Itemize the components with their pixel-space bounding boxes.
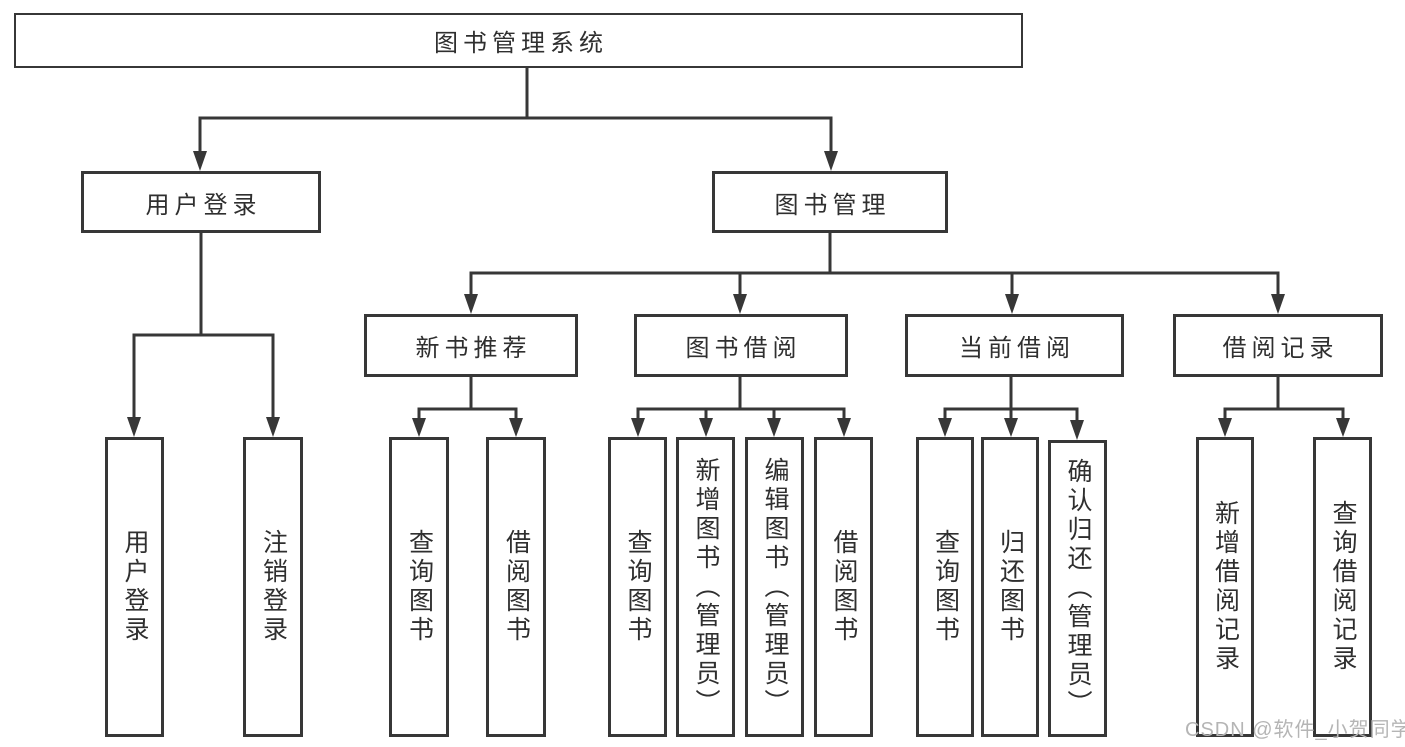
node-user-login-module: 用户登录 bbox=[81, 171, 321, 233]
leaf-borrow-books-recommend: 借阅图书 bbox=[486, 437, 546, 737]
csdn-watermark: CSDN @软件_小贺同学 bbox=[1185, 719, 1405, 741]
leaf-return-books: 归还图书 bbox=[981, 437, 1039, 737]
leaf-user-login: 用户登录 bbox=[105, 437, 164, 737]
leaf-add-books-admin: 新增图书（管理员） bbox=[676, 437, 735, 737]
node-new-book-recommend: 新书推荐 bbox=[364, 314, 578, 377]
node-system-root: 图书管理系统 bbox=[14, 13, 1023, 68]
leaf-edit-books-admin: 编辑图书（管理员） bbox=[745, 437, 804, 737]
leaf-query-borrow-record: 查询借阅记录 bbox=[1313, 437, 1372, 737]
node-book-management: 图书管理 bbox=[712, 171, 948, 233]
node-current-borrow: 当前借阅 bbox=[905, 314, 1124, 377]
node-borrow-records: 借阅记录 bbox=[1173, 314, 1383, 377]
leaf-borrow-books: 借阅图书 bbox=[814, 437, 873, 737]
leaf-query-books-recommend: 查询图书 bbox=[389, 437, 449, 737]
leaf-logout: 注销登录 bbox=[243, 437, 303, 737]
leaf-query-books-current: 查询图书 bbox=[916, 437, 974, 737]
leaf-query-books-borrow: 查询图书 bbox=[608, 437, 667, 737]
leaf-confirm-return-admin: 确认归还（管理员） bbox=[1048, 440, 1107, 737]
leaf-add-borrow-record: 新增借阅记录 bbox=[1196, 437, 1254, 737]
node-book-borrow: 图书借阅 bbox=[634, 314, 848, 377]
